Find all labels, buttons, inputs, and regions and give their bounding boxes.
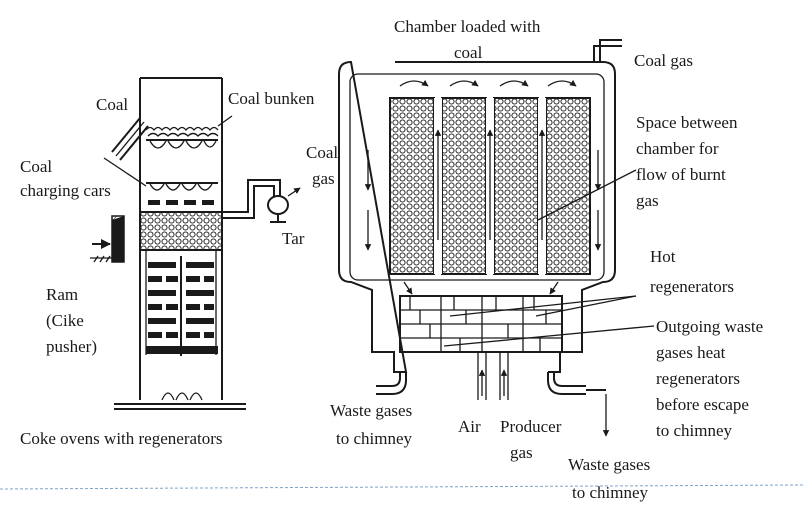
label-coal-gas-2: gas [312,169,335,188]
label-ram-3: pusher) [46,337,97,356]
label-chamber-2: coal [454,43,483,62]
label-space-4: gas [636,191,659,210]
label-outgoing-1: Outgoing waste [656,317,763,336]
label-outgoing-4: before escape [656,395,749,414]
label-waste-right-1: Waste gases [568,455,650,474]
label-air: Air [458,417,481,436]
label-space-2: chamber for [636,139,719,158]
label-outgoing-3: regenerators [656,369,740,388]
label-waste-left-1: Waste gases [330,401,412,420]
coke-oven-left: Coal Coal bunken Coal charging cars Coal… [20,77,338,448]
label-coal-charging-cars-1: Coal [20,157,52,176]
label-tar: Tar [282,229,305,248]
label-hot-regen-2: regenerators [650,277,734,296]
label-ram-1: Ram [46,285,78,304]
label-outgoing-2: gases heat [656,343,726,362]
label-coal-gas-1: Coal [306,143,338,162]
label-coal-gas-right: Coal gas [634,51,693,70]
label-producer-2: gas [510,443,533,462]
label-outgoing-5: to chimney [656,421,733,440]
label-coal: Coal [96,95,128,114]
label-hot-regen-1: Hot [650,247,676,266]
label-space-1: Space between [636,113,738,132]
coal-pile [145,126,219,137]
label-ram-2: (Cike [46,311,84,330]
label-waste-left-2: to chimney [336,429,413,448]
coke-oven-right: Chamber loaded with coal Coal gas Space … [330,17,763,502]
label-space-3: flow of burnt [636,165,726,184]
caption-coke-ovens: Coke ovens with regenerators [20,429,223,448]
page-edge-line [0,484,805,490]
label-chamber-1: Chamber loaded with [394,17,541,36]
label-producer-1: Producer [500,417,562,436]
label-waste-right-2: to chimney [572,483,649,502]
label-coal-bunker: Coal bunken [228,89,315,108]
label-coal-charging-cars-2: charging cars [20,181,111,200]
